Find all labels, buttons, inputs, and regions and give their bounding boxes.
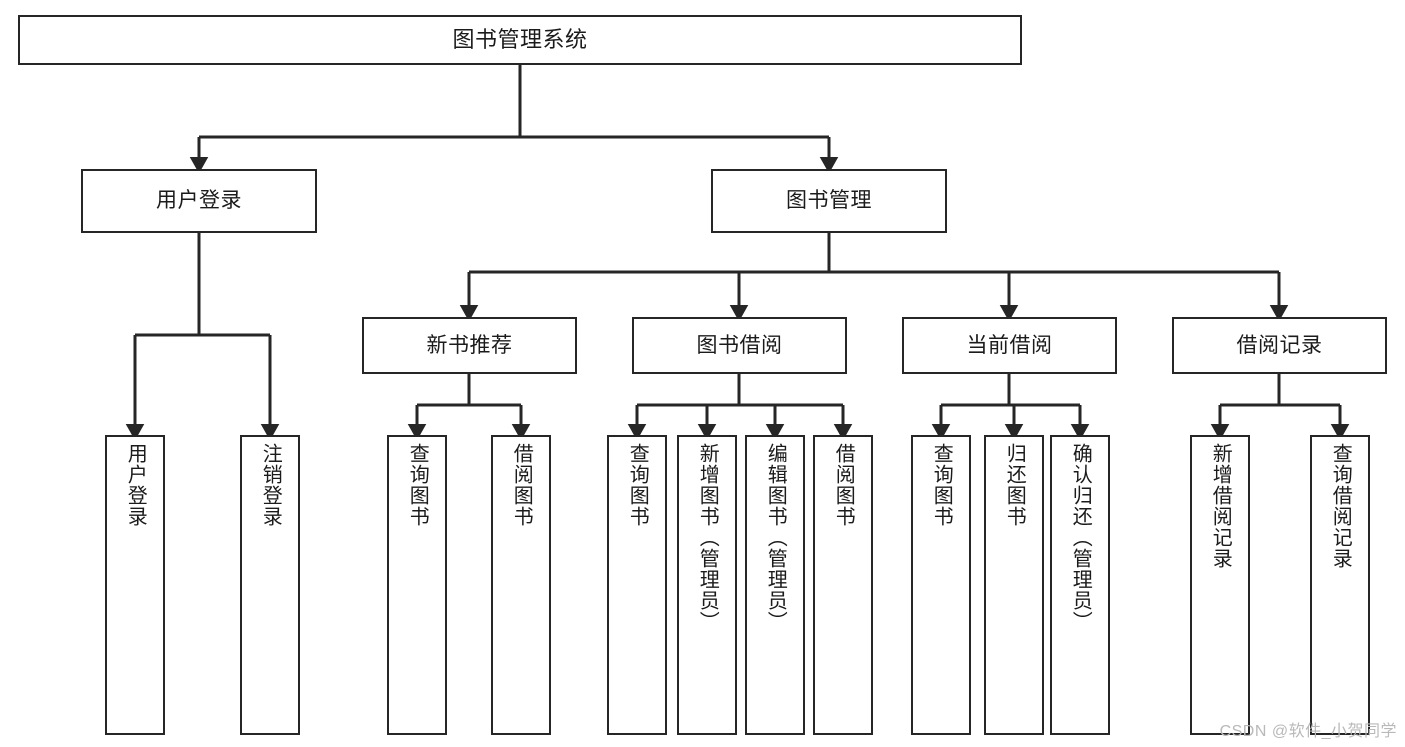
leaf-borrow-record-add[interactable]: 新增借阅记录 <box>1190 435 1250 735</box>
leaf-book-borrow-borrow[interactable]: 借阅图书 <box>813 435 873 735</box>
node-label: 图书管理系统 <box>452 26 588 52</box>
node-label: 用户登录 <box>156 189 242 213</box>
node-label: 新书推荐 <box>426 333 513 357</box>
node-book-management[interactable]: 图书管理 <box>711 169 947 233</box>
node-label: 用户登录 <box>124 443 147 527</box>
node-borrow-record[interactable]: 借阅记录 <box>1172 317 1387 374</box>
node-label: 新增图书（管理员） <box>696 443 719 632</box>
leaf-user-login-logout[interactable]: 注销登录 <box>240 435 300 735</box>
node-label: 注销登录 <box>259 443 282 527</box>
leaf-book-borrow-edit-admin[interactable]: 编辑图书（管理员） <box>745 435 805 735</box>
node-label: 借阅图书 <box>832 443 855 527</box>
leaf-new-book-query[interactable]: 查询图书 <box>387 435 447 735</box>
node-label: 新增借阅记录 <box>1209 443 1232 569</box>
node-label: 查询图书 <box>626 443 649 527</box>
node-label: 图书管理 <box>786 189 872 213</box>
node-user-login[interactable]: 用户登录 <box>81 169 317 233</box>
leaf-current-borrow-return[interactable]: 归还图书 <box>984 435 1044 735</box>
leaf-new-book-borrow[interactable]: 借阅图书 <box>491 435 551 735</box>
watermark-text: CSDN @软件_小贺同学 <box>1219 723 1397 740</box>
node-new-book-recommend[interactable]: 新书推荐 <box>362 317 577 374</box>
node-label: 确认归还（管理员） <box>1069 443 1092 632</box>
node-label: 当前借阅 <box>966 333 1053 357</box>
leaf-current-borrow-confirm-return-admin[interactable]: 确认归还（管理员） <box>1050 435 1110 735</box>
node-label: 借阅记录 <box>1236 333 1323 357</box>
node-label: 编辑图书（管理员） <box>764 443 787 632</box>
leaf-borrow-record-query[interactable]: 查询借阅记录 <box>1310 435 1370 735</box>
node-root-book-management-system[interactable]: 图书管理系统 <box>18 15 1022 65</box>
node-book-borrow[interactable]: 图书借阅 <box>632 317 847 374</box>
node-current-borrow[interactable]: 当前借阅 <box>902 317 1117 374</box>
node-label: 图书借阅 <box>696 333 783 357</box>
node-label: 查询图书 <box>930 443 953 527</box>
leaf-current-borrow-query[interactable]: 查询图书 <box>911 435 971 735</box>
node-label: 归还图书 <box>1003 443 1026 527</box>
leaf-book-borrow-add-admin[interactable]: 新增图书（管理员） <box>677 435 737 735</box>
node-label: 查询图书 <box>406 443 429 527</box>
leaf-book-borrow-query[interactable]: 查询图书 <box>607 435 667 735</box>
node-label: 查询借阅记录 <box>1329 443 1352 569</box>
leaf-user-login-login[interactable]: 用户登录 <box>105 435 165 735</box>
node-label: 借阅图书 <box>510 443 533 527</box>
